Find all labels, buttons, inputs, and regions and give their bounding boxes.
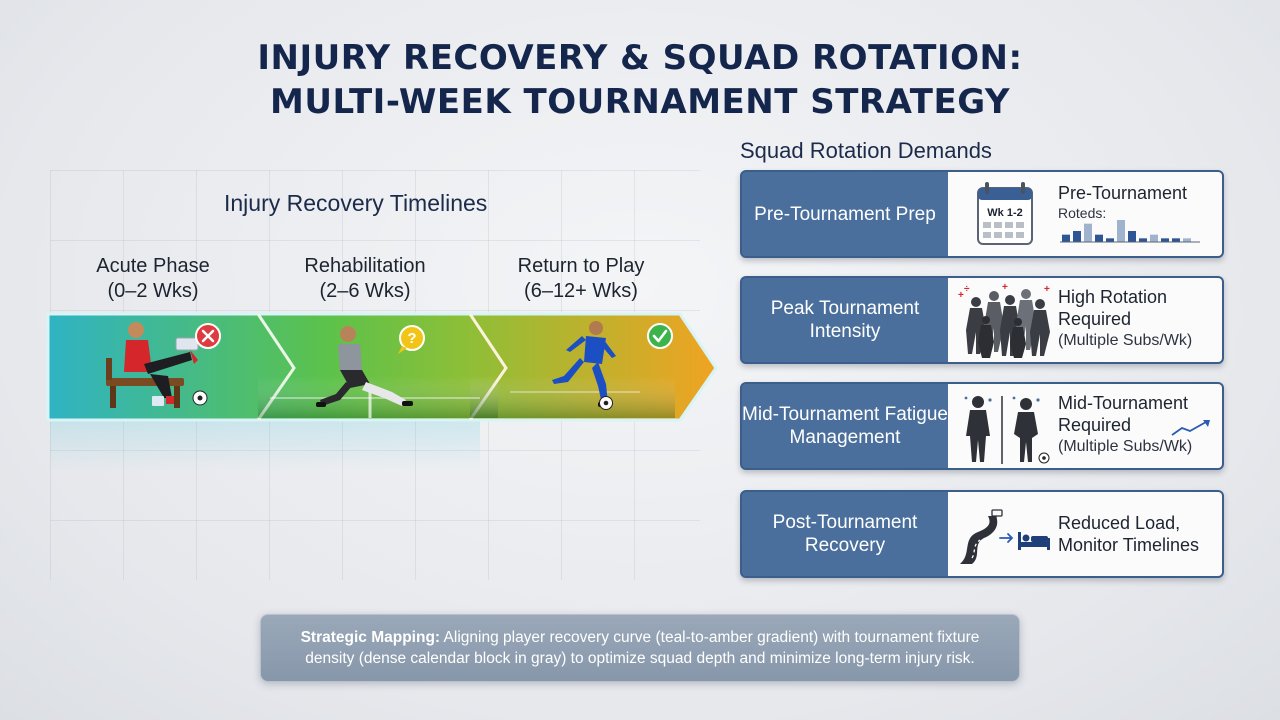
phase-duration: (0–2 Wks): [107, 280, 199, 302]
x-circle-icon: [195, 323, 221, 349]
road-to-bed-icon: [960, 509, 1050, 564]
rotation-bar: [1084, 223, 1092, 242]
title-line-2: MULTI-WEEK TOURNAMENT STRATEGY: [270, 82, 1010, 122]
strategic-note: Strategic Mapping: Aligning player recov…: [260, 614, 1020, 682]
rotation-card-pre-tournament: Pre-Tournament Prep Wk 1-2 Pre-Tournamen…: [740, 170, 1224, 258]
check-circle-icon: [647, 323, 673, 349]
recovery-heading: Injury Recovery Timelines: [224, 190, 488, 216]
card-line-1: Pre-Tournament: [1058, 183, 1188, 203]
card-line-3: (Multiple Subs/Wk): [1058, 438, 1193, 455]
crowd-players-icon: +÷++: [958, 282, 1050, 358]
card-line-1: High Rotation: [1058, 287, 1168, 307]
note-bold: Strategic Mapping:: [300, 629, 441, 646]
rotation-bar: [1106, 238, 1114, 242]
card-line-2: Monitor Timelines: [1058, 535, 1200, 555]
card-title: Mid-Tournament Fatigue Management: [742, 404, 948, 448]
note-text: Strategic Mapping: Aligning player recov…: [275, 627, 1005, 669]
card-detail: Mid-Tournament Required (Multiple Subs/W…: [948, 384, 1222, 468]
card-detail: Wk 1-2 Pre-Tournament Roteds:: [948, 172, 1222, 256]
rotation-bar: [1139, 238, 1147, 242]
phase-duration: (2–6 Wks): [319, 280, 411, 302]
card-title: Post-Tournament Recovery: [772, 512, 918, 556]
card-title: Peak Tournament Intensity: [770, 298, 920, 342]
rotation-bar: [1117, 220, 1125, 242]
card-detail: +÷++ High Rotation Required (Multiple Su…: [948, 278, 1222, 362]
note-body: Aligning player recovery curve (teal-to-…: [305, 629, 980, 667]
svg-text:?: ?: [407, 330, 416, 347]
rotation-bar: [1150, 234, 1158, 242]
card-text: Reduced Load, Monitor Timelines: [1058, 512, 1218, 556]
rotation-card-peak-intensity: Peak Tournament Intensity +÷++ High Rota…: [740, 276, 1224, 364]
svg-text:+: +: [1002, 282, 1008, 293]
rotation-bar: [1161, 238, 1169, 242]
phase-duration: (6–12+ Wks): [524, 280, 638, 302]
phase-name: Acute Phase: [96, 255, 210, 277]
card-line-2: Roteds:: [1058, 205, 1107, 221]
phase-label-return: Return to Play (6–12+ Wks): [476, 254, 686, 304]
card-text: Pre-Tournament Roteds:: [1058, 182, 1218, 222]
rotation-bar: [1095, 234, 1103, 242]
question-bubble-icon: ?: [398, 325, 425, 354]
stretching-player-icon: [316, 326, 413, 407]
card-text: High Rotation Required (Multiple Subs/Wk…: [1058, 286, 1218, 352]
calendar-icon: Wk 1-2: [977, 182, 1033, 245]
rotation-card-post-recovery: Post-Tournament Recovery Reduced Load, M…: [740, 490, 1224, 578]
tired-players-icon: [964, 396, 1050, 464]
card-line-3: (Multiple Subs/Wk): [1058, 332, 1193, 349]
injured-player-on-bench-icon: [106, 322, 208, 408]
rotation-card-mid-fatigue: Mid-Tournament Fatigue Management Mid-To…: [740, 382, 1224, 470]
card-detail: Reduced Load, Monitor Timelines: [948, 492, 1222, 576]
svg-text:+: +: [958, 290, 964, 301]
phase-name: Return to Play: [517, 255, 645, 277]
rotation-bar: [1073, 231, 1081, 242]
card-title: Pre-Tournament Prep: [754, 203, 936, 225]
card-line-1: Mid-Tournament: [1058, 393, 1189, 413]
card-line-2: Required: [1058, 415, 1132, 435]
rotation-bar: [1062, 234, 1070, 242]
calendar-label: Wk 1-2: [987, 207, 1022, 219]
rotation-bar: [1172, 238, 1180, 242]
phase-label-rehab: Rehabilitation (2–6 Wks): [260, 254, 470, 304]
rotation-heading: Squad Rotation Demands: [740, 138, 992, 163]
rotation-bar: [1183, 238, 1191, 242]
phase-name: Rehabilitation: [304, 255, 426, 277]
recovery-timeline: ?: [46, 312, 718, 422]
card-line-1: Reduced Load,: [1058, 513, 1181, 533]
page-title: INJURY RECOVERY & SQUAD ROTATION: MULTI-…: [0, 36, 1280, 124]
rotation-bar-chart: [1060, 220, 1200, 243]
running-player-icon: [552, 321, 616, 410]
rotation-bar: [1128, 231, 1136, 242]
trend-up-icon: [1171, 420, 1210, 436]
card-text: Mid-Tournament Required (Multiple Subs/W…: [1058, 392, 1218, 458]
svg-text:÷: ÷: [964, 284, 970, 295]
card-line-2: Required: [1058, 309, 1132, 329]
title-line-1: INJURY RECOVERY & SQUAD ROTATION:: [257, 38, 1023, 78]
svg-text:+: +: [1044, 284, 1050, 295]
phase-label-acute: Acute Phase (0–2 Wks): [48, 254, 258, 304]
